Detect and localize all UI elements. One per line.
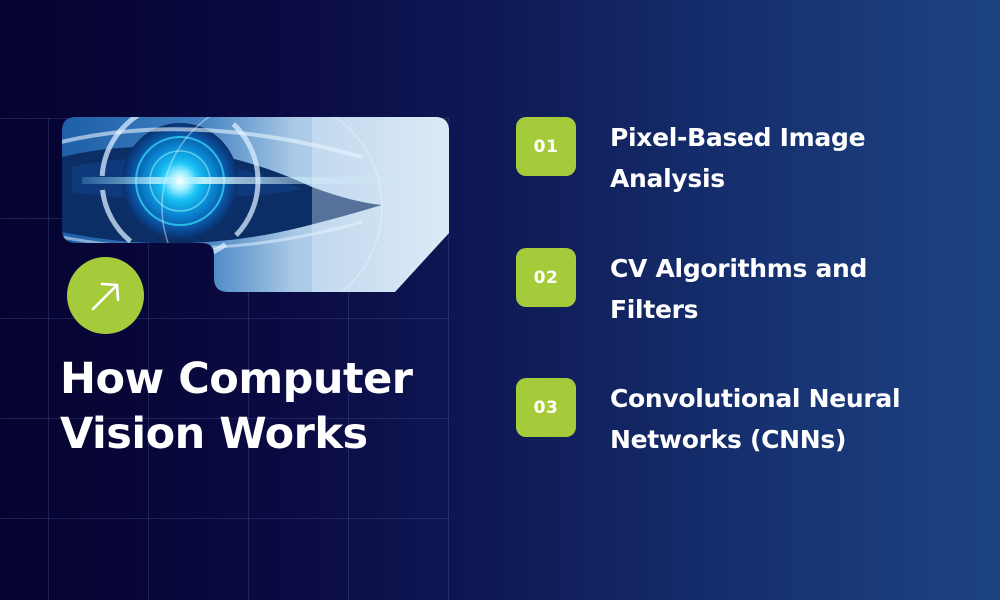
step-number-badge: 02 [516,248,576,307]
page-title-line-1: How Computer [60,354,413,404]
step-title-line-1: Convolutional Neural [610,384,901,413]
step-title-line-2: Filters [610,295,699,324]
step-title: Pixel-Based Image Analysis [610,117,970,199]
grid-line [0,518,449,519]
step-title-line-1: Pixel-Based Image [610,123,866,152]
step-item: 02 CV Algorithms and Filters [516,248,976,348]
step-item: 03 Convolutional Neural Networks (CNNs) [516,378,976,478]
step-title-line-1: CV Algorithms and [610,254,868,283]
step-title: CV Algorithms and Filters [610,248,970,330]
arrow-button[interactable] [67,257,144,334]
step-item: 01 Pixel-Based Image Analysis [516,117,976,217]
step-number-badge: 03 [516,378,576,437]
step-title-line-2: Networks (CNNs) [610,425,847,454]
step-number-badge: 01 [516,117,576,176]
arrow-up-right-icon [91,282,119,310]
step-title: Convolutional Neural Networks (CNNs) [610,378,970,460]
grid-line [48,118,49,600]
page-title-line-2: Vision Works [60,409,368,459]
step-title-line-2: Analysis [610,164,725,193]
grid-line [0,318,449,319]
page-title: How Computer Vision Works [60,352,413,462]
